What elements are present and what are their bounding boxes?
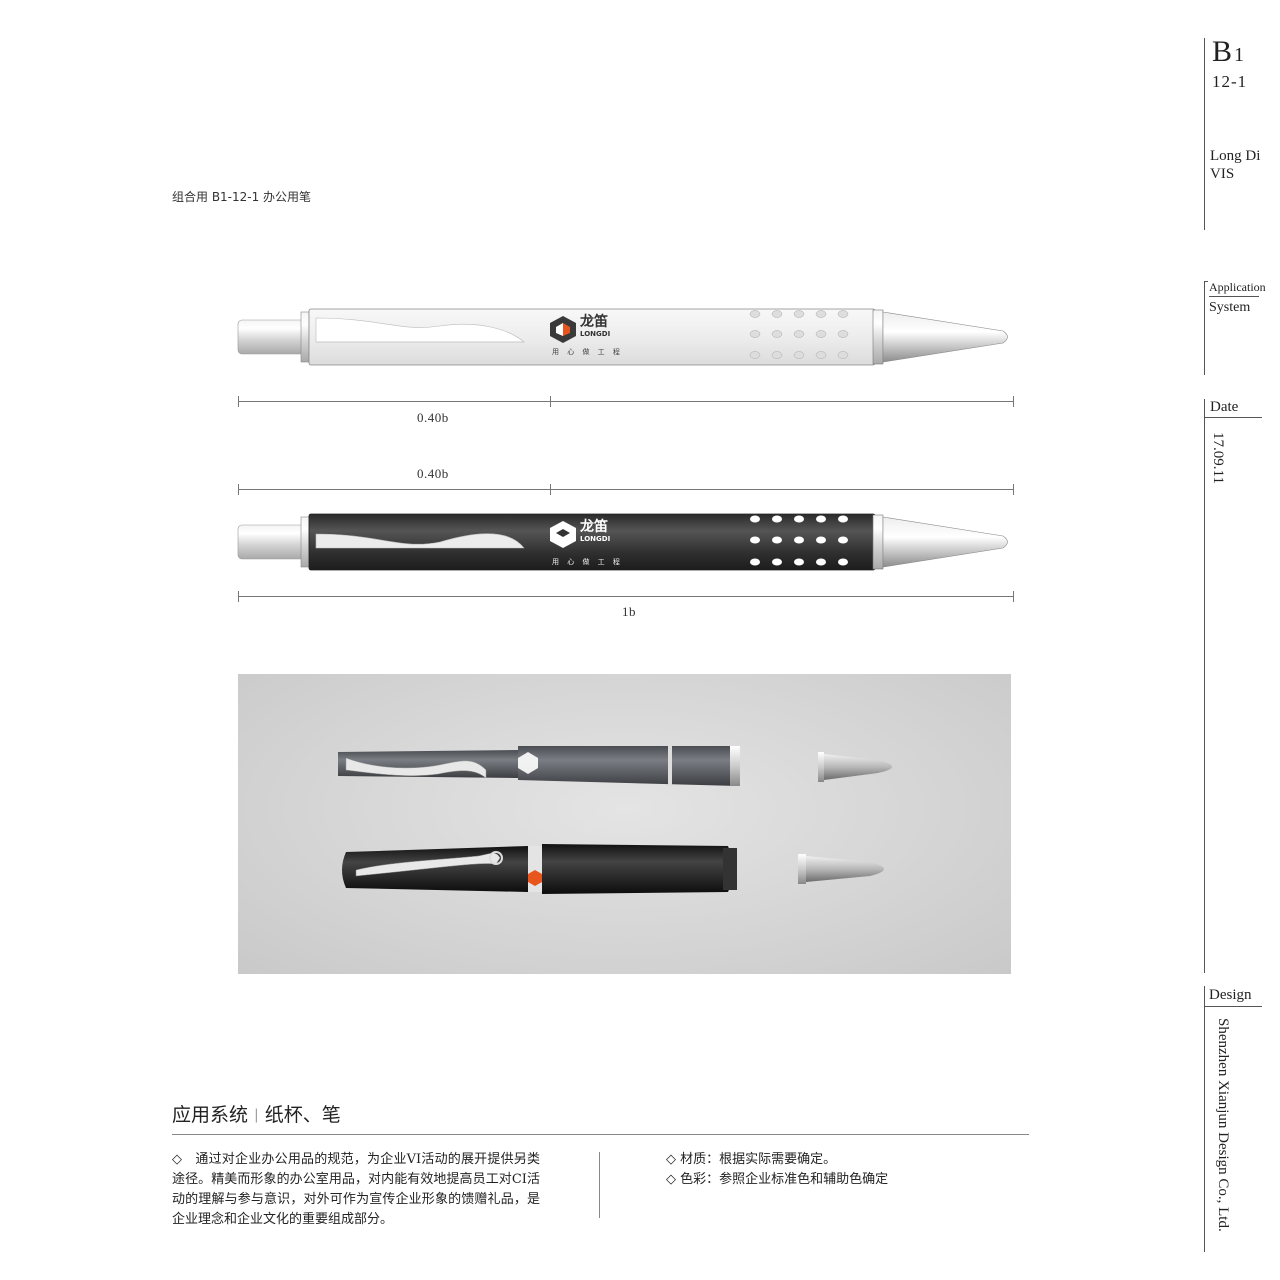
dimension-label: 0.40b [417, 410, 449, 425]
section-label: Application [1209, 280, 1266, 294]
sidebar-divider [1204, 986, 1205, 1252]
description-right: ◇ 材质：根据实际需要确定。 ◇ 色彩：参照企业标准色和辅助色确定 [666, 1150, 888, 1190]
section-underline [1209, 296, 1259, 297]
pen-drawings [237, 308, 1008, 571]
pen-clip [315, 317, 525, 343]
fountain-nib [824, 754, 892, 780]
page-subcode: 12-1 [1212, 72, 1248, 91]
pen2-brand-cn: 龙笛 [580, 519, 608, 535]
designer-name: Shenzhen Xianjun Design Co., Ltd. [1215, 1018, 1231, 1232]
design-label: Design [1209, 987, 1252, 1003]
pen-plunger [237, 319, 309, 355]
date-underline [1204, 417, 1262, 418]
section-subtitle: 纸杯、笔 [264, 1104, 341, 1126]
sidebar-tick [1204, 281, 1208, 282]
title-rule [172, 1134, 1029, 1135]
fountain-pen-black [342, 844, 884, 894]
date-value: 17.09.11 [1210, 432, 1226, 484]
pen1-slogan: 用 心 做 工 程 [552, 348, 623, 356]
column-divider [599, 1152, 600, 1218]
design-underline [1204, 1006, 1262, 1007]
pen-tip [882, 311, 1008, 363]
fountain-pen-grey [338, 746, 892, 786]
sidebar-divider [1204, 281, 1205, 375]
description-left: ◇ 通过对企业办公用品的规范，为企业VI活动的展开提供另类途径。精美而形象的办公… [172, 1152, 540, 1227]
logo-mark [550, 316, 576, 343]
sidebar-divider [1204, 38, 1205, 230]
page-caption: 组合用 B1-12-1 办公用笔 [172, 190, 312, 204]
product-photo [238, 674, 1011, 974]
brand-system: VIS [1210, 166, 1235, 182]
pen-dark [237, 513, 1008, 571]
spec-material: ◇ 材质：根据实际需要确定。 [666, 1152, 837, 1167]
section-title: 应用系统|纸杯、笔 [172, 1104, 341, 1126]
pen-light [237, 308, 1008, 366]
pen2-brand-en: LONGDI [580, 535, 611, 543]
date-label: Date [1210, 399, 1239, 415]
sidebar-divider [1204, 399, 1205, 973]
pen-dots [749, 310, 849, 359]
dimension-label: 1b [622, 604, 636, 619]
spec-color: ◇ 色彩：参照企业标准色和辅助色确定 [666, 1172, 889, 1187]
dimension-label: 0.40b [417, 466, 449, 481]
brand-name: Long Di [1210, 148, 1261, 164]
pen2-slogan: 用 心 做 工 程 [552, 558, 623, 566]
pen1-brand-cn: 龙笛 [580, 314, 608, 330]
pen1-brand-en: LONGDI [580, 330, 611, 338]
section-label-2: System [1209, 300, 1251, 315]
